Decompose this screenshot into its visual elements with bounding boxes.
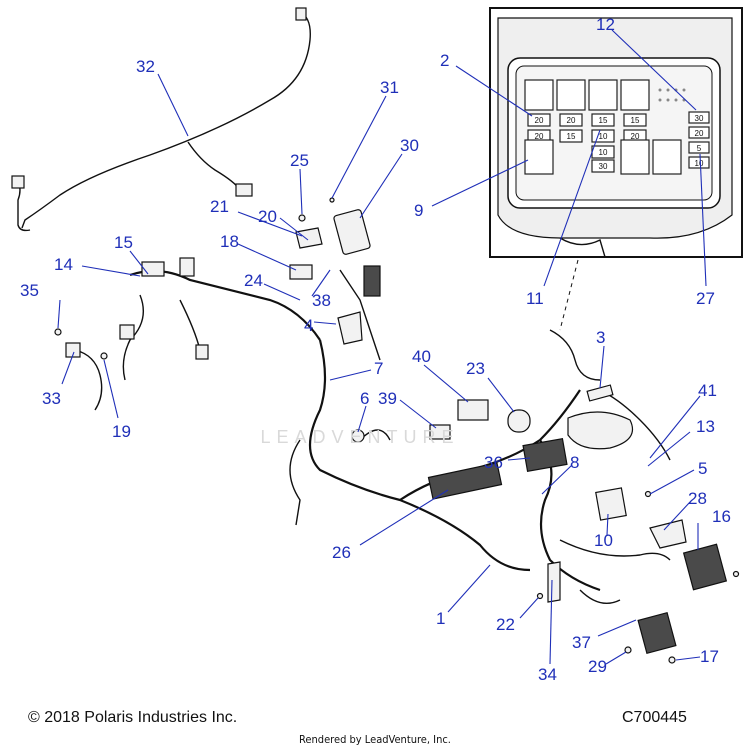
callout-27[interactable]: 27 xyxy=(696,289,715,308)
svg-text:20: 20 xyxy=(567,116,576,125)
svg-text:30: 30 xyxy=(695,114,704,123)
callout-21[interactable]: 21 xyxy=(210,197,229,216)
callout-15[interactable]: 15 xyxy=(114,233,133,252)
svg-text:20: 20 xyxy=(535,132,544,141)
callout-38[interactable]: 38 xyxy=(312,291,331,310)
callout-37[interactable]: 37 xyxy=(572,633,591,652)
callout-20[interactable]: 20 xyxy=(258,207,277,226)
svg-text:20: 20 xyxy=(631,132,640,141)
callout-40[interactable]: 40 xyxy=(412,347,431,366)
callout-31[interactable]: 31 xyxy=(380,78,399,97)
small-harness xyxy=(54,328,108,411)
fuse-row-1: 20 20 15 15 30 xyxy=(527,111,710,127)
left-connector-cluster xyxy=(119,257,321,381)
callout-3[interactable]: 3 xyxy=(596,328,605,347)
callout-19[interactable]: 19 xyxy=(112,422,131,441)
rear-harness xyxy=(11,7,311,232)
parts xyxy=(289,197,740,664)
callout-23[interactable]: 23 xyxy=(466,359,485,378)
svg-text:10: 10 xyxy=(695,159,704,168)
callout-39[interactable]: 39 xyxy=(378,389,397,408)
callout-25[interactable]: 25 xyxy=(290,151,309,170)
svg-text:5: 5 xyxy=(697,144,702,153)
callout-36[interactable]: 36 xyxy=(484,453,503,472)
callout-18[interactable]: 18 xyxy=(220,232,239,251)
callout-4[interactable]: 4 xyxy=(304,316,313,335)
svg-text:15: 15 xyxy=(567,132,576,141)
main-harness xyxy=(289,269,671,604)
callout-11[interactable]: 11 xyxy=(526,289,544,308)
callout-41[interactable]: 41 xyxy=(698,381,717,400)
callouts: 32 31 30 25 21 20 18 24 38 4 15 14 35 33… xyxy=(20,15,731,684)
fuse-row-2: 20 15 10 20 20 xyxy=(527,126,710,143)
callout-24[interactable]: 24 xyxy=(244,271,263,290)
callout-9[interactable]: 9 xyxy=(414,201,423,220)
callout-30[interactable]: 30 xyxy=(400,136,419,155)
callout-34[interactable]: 34 xyxy=(538,665,557,684)
callout-10[interactable]: 10 xyxy=(594,531,613,550)
copyright-text: © 2018 Polaris Industries Inc. xyxy=(28,709,238,726)
svg-text:15: 15 xyxy=(599,116,608,125)
diagram-code: C700445 xyxy=(622,709,687,726)
callout-22[interactable]: 22 xyxy=(496,615,515,634)
svg-text:20: 20 xyxy=(695,129,704,138)
callout-7[interactable]: 7 xyxy=(374,359,383,378)
rendered-by-text: Rendered by LeadVenture, Inc. xyxy=(299,733,451,746)
callout-12[interactable]: 12 xyxy=(596,15,615,34)
callout-13[interactable]: 13 xyxy=(696,417,715,436)
callout-28[interactable]: 28 xyxy=(688,489,707,508)
callout-35[interactable]: 35 xyxy=(20,281,39,300)
callout-29[interactable]: 29 xyxy=(588,657,607,676)
callout-16[interactable]: 16 xyxy=(712,507,731,526)
watermark-text: LEADVENTURE xyxy=(260,427,459,447)
svg-text:20: 20 xyxy=(535,116,544,125)
callout-2[interactable]: 2 xyxy=(440,51,449,70)
leader-lines xyxy=(57,29,707,665)
svg-text:30: 30 xyxy=(599,162,608,171)
callout-32[interactable]: 32 xyxy=(136,57,155,76)
callout-8[interactable]: 8 xyxy=(570,453,579,472)
callout-14[interactable]: 14 xyxy=(54,255,73,274)
callout-5[interactable]: 5 xyxy=(698,459,707,478)
callout-1[interactable]: 1 xyxy=(436,609,445,628)
svg-text:10: 10 xyxy=(599,148,608,157)
callout-26[interactable]: 26 xyxy=(332,543,351,562)
fuse-row-3: 10 5 10 30 xyxy=(591,141,710,173)
callout-17[interactable]: 17 xyxy=(700,647,719,666)
svg-text:10: 10 xyxy=(599,132,608,141)
svg-text:15: 15 xyxy=(631,116,640,125)
callout-6[interactable]: 6 xyxy=(360,389,369,408)
callout-33[interactable]: 33 xyxy=(42,389,61,408)
fuse-box-inset: 20 20 15 15 30 20 15 10 20 20 10 xyxy=(489,7,743,258)
